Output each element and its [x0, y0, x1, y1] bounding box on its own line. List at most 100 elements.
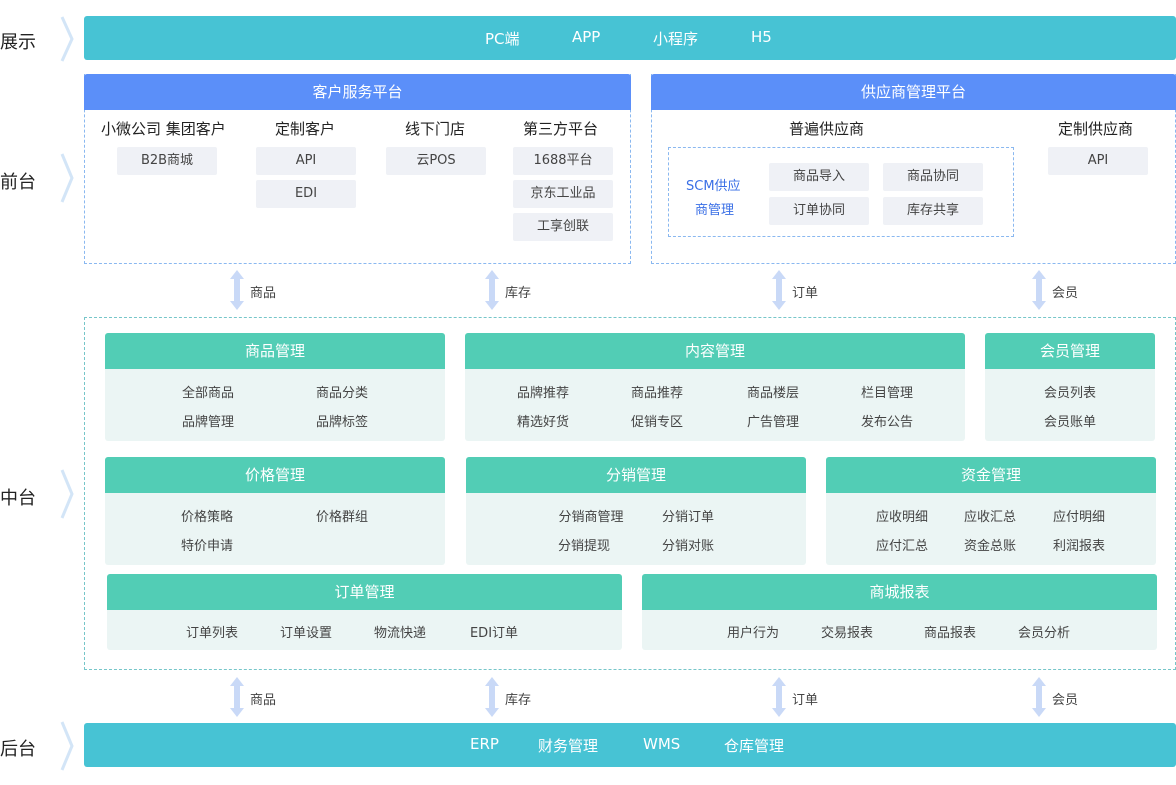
column-title: 第三方平台 [523, 120, 599, 138]
panel-title: 供应商管理平台 [651, 74, 1176, 110]
module-item: 精选好货 [516, 415, 569, 430]
module-report: 商城报表 用户行为 交易报表 商品报表 会员分析 [642, 574, 1157, 650]
module-item: 应收明细 [875, 510, 928, 525]
layer-label-back: 后台 [0, 739, 36, 760]
module-item: 价格群组 [315, 510, 368, 525]
module-item: 分销对账 [661, 539, 714, 554]
column-title: 定制客户 [275, 120, 336, 138]
flow-label: 订单 [792, 286, 819, 301]
module-item: 订单设置 [279, 626, 332, 641]
double-arrow-icon [772, 677, 786, 717]
module-item: EDI订单 [469, 626, 519, 641]
module-item: 促销专区 [630, 415, 683, 430]
module-title: 资金管理 [826, 457, 1156, 493]
scm-label: SCM供应 [686, 179, 741, 194]
layer-label-display: 展示 [0, 32, 36, 53]
flow-label: 会员 [1052, 286, 1079, 301]
scm-chip: 商品协同 [883, 163, 983, 191]
module-item: 分销订单 [661, 510, 714, 525]
channel-chip: 京东工业品 [513, 180, 613, 208]
channel-chip: EDI [256, 180, 356, 208]
module-item: 商品楼层 [746, 386, 799, 401]
display-item: 小程序 [653, 30, 699, 48]
module-title: 商城报表 [642, 574, 1157, 610]
module-title: 内容管理 [465, 333, 965, 369]
back-item: ERP [470, 735, 499, 753]
module-item: 用户行为 [726, 626, 779, 641]
module-title: 商品管理 [105, 333, 445, 369]
back-bar: ERP 财务管理 WMS 仓库管理 [84, 723, 1176, 767]
flow-label: 商品 [250, 693, 277, 708]
module-item: 交易报表 [820, 626, 873, 641]
display-item: APP [572, 28, 601, 46]
module-item: 分销商管理 [558, 510, 624, 525]
module-item: 会员分析 [1017, 626, 1070, 641]
module-item: 栏目管理 [860, 386, 913, 401]
channel-chip: B2B商城 [117, 147, 217, 175]
module-item: 应收汇总 [963, 510, 1016, 525]
display-item: H5 [751, 28, 772, 46]
channel-chip: API [256, 147, 356, 175]
module-content: 内容管理 品牌推荐 商品推荐 商品楼层 栏目管理 精选好货 促销专区 广告管理 … [465, 333, 965, 441]
double-arrow-icon [485, 677, 499, 717]
module-item: 价格策略 [180, 510, 233, 525]
module-goods: 商品管理 全部商品 商品分类 品牌管理 品牌标签 [105, 333, 445, 441]
module-distribution: 分销管理 分销商管理 分销订单 分销提现 分销对账 [466, 457, 806, 565]
flow-label: 订单 [792, 693, 819, 708]
column-title: 小微公司 集团客户 [101, 120, 226, 138]
channel-chip: 工享创联 [513, 213, 613, 241]
module-item: 广告管理 [746, 415, 799, 430]
module-price: 价格管理 价格策略 价格群组 特价申请 [105, 457, 445, 565]
supplier-panel: 供应商管理平台 普遍供应商 SCM供应 商管理 商品导入 商品协同 订单协同 库… [651, 74, 1176, 264]
scm-chip: 商品导入 [769, 163, 869, 191]
flow-label: 库存 [505, 693, 532, 708]
module-order: 订单管理 订单列表 订单设置 物流快递 EDI订单 [107, 574, 622, 650]
customer-service-panel: 客户服务平台 小微公司 集团客户 B2B商城 定制客户 API EDI 线下门店… [84, 74, 631, 264]
channel-chip: API [1048, 147, 1148, 175]
module-title: 价格管理 [105, 457, 445, 493]
module-item: 品牌推荐 [516, 386, 569, 401]
chevron-right-icon [60, 16, 74, 62]
flow-label: 会员 [1052, 693, 1079, 708]
channel-chip: 1688平台 [513, 147, 613, 175]
channel-chip: 云POS [386, 147, 486, 175]
module-item: 会员账单 [1043, 415, 1096, 430]
module-member: 会员管理 会员列表 会员账单 [985, 333, 1155, 441]
chevron-right-icon [60, 469, 74, 519]
module-item: 应付汇总 [875, 539, 928, 554]
double-arrow-icon [230, 677, 244, 717]
module-item: 品牌标签 [315, 415, 368, 430]
module-funds: 资金管理 应收明细 应收汇总 应付明细 应付汇总 资金总账 利润报表 [826, 457, 1156, 565]
double-arrow-icon [485, 270, 499, 310]
chevron-right-icon [60, 153, 74, 203]
double-arrow-icon [230, 270, 244, 310]
column-title: 线下门店 [405, 120, 466, 138]
scm-chip: 订单协同 [769, 197, 869, 225]
double-arrow-icon [1032, 677, 1046, 717]
double-arrow-icon [772, 270, 786, 310]
display-bar: PC端 APP 小程序 H5 [84, 16, 1176, 60]
scm-box: SCM供应 商管理 商品导入 商品协同 订单协同 库存共享 [668, 147, 1014, 237]
back-item: WMS [643, 735, 681, 753]
back-item: 仓库管理 [724, 737, 785, 755]
module-item: 会员列表 [1043, 386, 1096, 401]
display-item: PC端 [485, 30, 520, 48]
module-item: 商品分类 [315, 386, 368, 401]
layer-label-front: 前台 [0, 172, 36, 193]
column-title: 普遍供应商 [789, 120, 865, 138]
flow-label: 库存 [505, 286, 532, 301]
module-title: 会员管理 [985, 333, 1155, 369]
layer-label-middle: 中台 [0, 488, 36, 509]
scm-label: 商管理 [695, 203, 735, 218]
module-item: 利润报表 [1052, 539, 1105, 554]
module-item: 资金总账 [963, 539, 1016, 554]
module-item: 商品推荐 [630, 386, 683, 401]
module-title: 分销管理 [466, 457, 806, 493]
module-item: 发布公告 [860, 415, 913, 430]
module-item: 商品报表 [923, 626, 976, 641]
module-item: 特价申请 [180, 539, 233, 554]
module-item: 订单列表 [185, 626, 238, 641]
column-title: 定制供应商 [1058, 120, 1134, 138]
module-item: 品牌管理 [181, 415, 234, 430]
module-item: 物流快递 [373, 626, 426, 641]
